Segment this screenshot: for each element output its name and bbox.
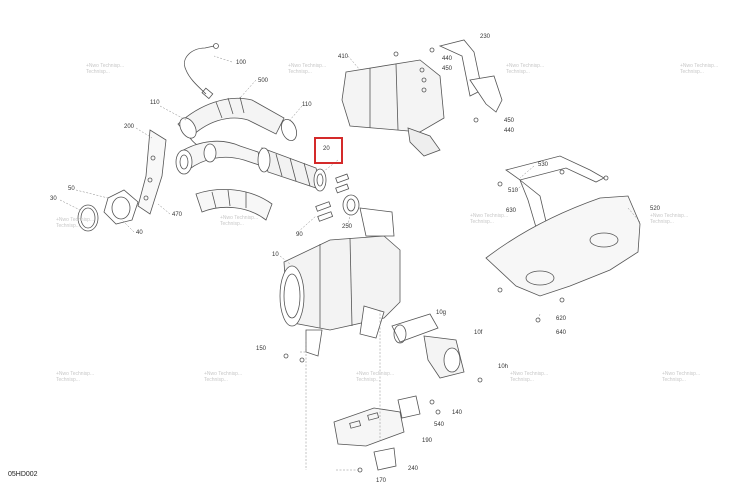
gasket-250 xyxy=(342,194,360,216)
pipe-flange xyxy=(175,149,193,175)
bracket-230-lower xyxy=(469,75,503,113)
callout-410[interactable]: 410 xyxy=(338,54,349,60)
y-pipe xyxy=(179,140,263,171)
heat-shield-200 xyxy=(137,129,167,215)
o2-sensor xyxy=(201,87,214,100)
clamp-110-right xyxy=(281,118,297,142)
pipe-section xyxy=(195,189,273,221)
bracket-190 xyxy=(333,407,405,447)
callout-540[interactable]: 540 xyxy=(434,422,445,428)
watermark: +Nwo Technisp...Technisp... xyxy=(506,63,545,75)
callout-110[interactable]: 110 xyxy=(150,100,160,106)
callout-10h[interactable]: 10h xyxy=(498,364,509,370)
highlight-box-callout-20[interactable] xyxy=(314,137,343,164)
callout-40[interactable]: 40 xyxy=(136,230,143,236)
sensor-wire xyxy=(184,45,215,71)
callout-450[interactable]: 450 xyxy=(504,118,515,124)
watermark: +Nwo Technisp...Technisp... xyxy=(288,63,327,75)
callout-50[interactable]: 50 xyxy=(68,186,75,192)
catalytic-converter-20 xyxy=(261,147,323,191)
callout-250[interactable]: 250 xyxy=(342,224,353,230)
callout-20[interactable]: 20 xyxy=(323,146,330,152)
damper-240 xyxy=(373,447,397,471)
callout-170[interactable]: 170 xyxy=(376,478,387,484)
watermark: +Nwo Technisp...Technisp... xyxy=(86,63,125,75)
callout-620[interactable]: 620 xyxy=(556,316,567,322)
callout-10[interactable]: 10 xyxy=(272,252,279,258)
watermark: +Nwo Technisp...Technisp... xyxy=(204,371,243,383)
spring-90-a xyxy=(315,201,332,212)
watermark: +Nwo Technisp...Technisp... xyxy=(662,371,701,383)
diagram-code: 05HD002 xyxy=(8,471,38,478)
watermark: +Nwo Technisp...Technisp... xyxy=(650,213,689,225)
callout-90[interactable]: 90 xyxy=(296,232,303,238)
watermark: +Nwo Technisp...Technisp... xyxy=(356,371,395,383)
callout-140[interactable]: 140 xyxy=(452,410,463,416)
exhaust-pipe-500 xyxy=(177,97,285,139)
callout-190[interactable]: 190 xyxy=(422,438,433,444)
callout-200[interactable]: 200 xyxy=(124,124,135,130)
callout-470[interactable]: 470 xyxy=(172,212,183,218)
clamp-50 xyxy=(103,189,139,225)
tailpipe-10g xyxy=(391,313,439,343)
callout-30[interactable]: 30 xyxy=(50,196,57,202)
callout-100[interactable]: 100 xyxy=(236,60,247,66)
callout-520[interactable]: 520 xyxy=(650,206,661,212)
callout-640[interactable]: 640 xyxy=(556,330,567,336)
upper-muffler-410 xyxy=(341,59,445,133)
watermark: +Nwo Technisp...Technisp... xyxy=(56,217,95,229)
sensor-connector xyxy=(213,43,219,49)
watermark: +Nwo Technisp...Technisp... xyxy=(470,213,509,225)
callout-10g[interactable]: 10g xyxy=(436,310,447,316)
callout-510[interactable]: 510 xyxy=(508,188,519,194)
watermark: +Nwo Technisp...Technisp... xyxy=(510,371,549,383)
heat-shield-520 xyxy=(485,195,641,297)
callout-10f[interactable]: 10f xyxy=(474,330,483,336)
callout-110[interactable]: 110 xyxy=(302,102,312,108)
spring-90-b xyxy=(317,211,334,222)
callout-450[interactable]: 450 xyxy=(442,66,453,72)
watermark: +Nwo Technisp...Technisp... xyxy=(680,63,719,75)
clamp-110-left xyxy=(179,117,197,139)
main-muffler-10 xyxy=(283,235,401,331)
gasket-ring-30 xyxy=(77,204,99,232)
callout-440[interactable]: 440 xyxy=(442,56,453,62)
callout-440[interactable]: 440 xyxy=(504,128,515,134)
bracket-530 xyxy=(505,155,605,183)
callout-530[interactable]: 530 xyxy=(538,162,549,168)
muffler-inlet xyxy=(359,207,395,237)
callout-630[interactable]: 630 xyxy=(506,208,517,214)
watermark: +Nwo Technisp...Technisp... xyxy=(220,215,259,227)
callout-500[interactable]: 500 xyxy=(258,78,269,84)
callout-150[interactable]: 150 xyxy=(256,346,267,352)
callout-230[interactable]: 230 xyxy=(480,34,491,40)
watermark: +Nwo Technisp...Technisp... xyxy=(56,371,95,383)
damper-540 xyxy=(397,395,421,419)
callout-240[interactable]: 240 xyxy=(408,466,419,472)
